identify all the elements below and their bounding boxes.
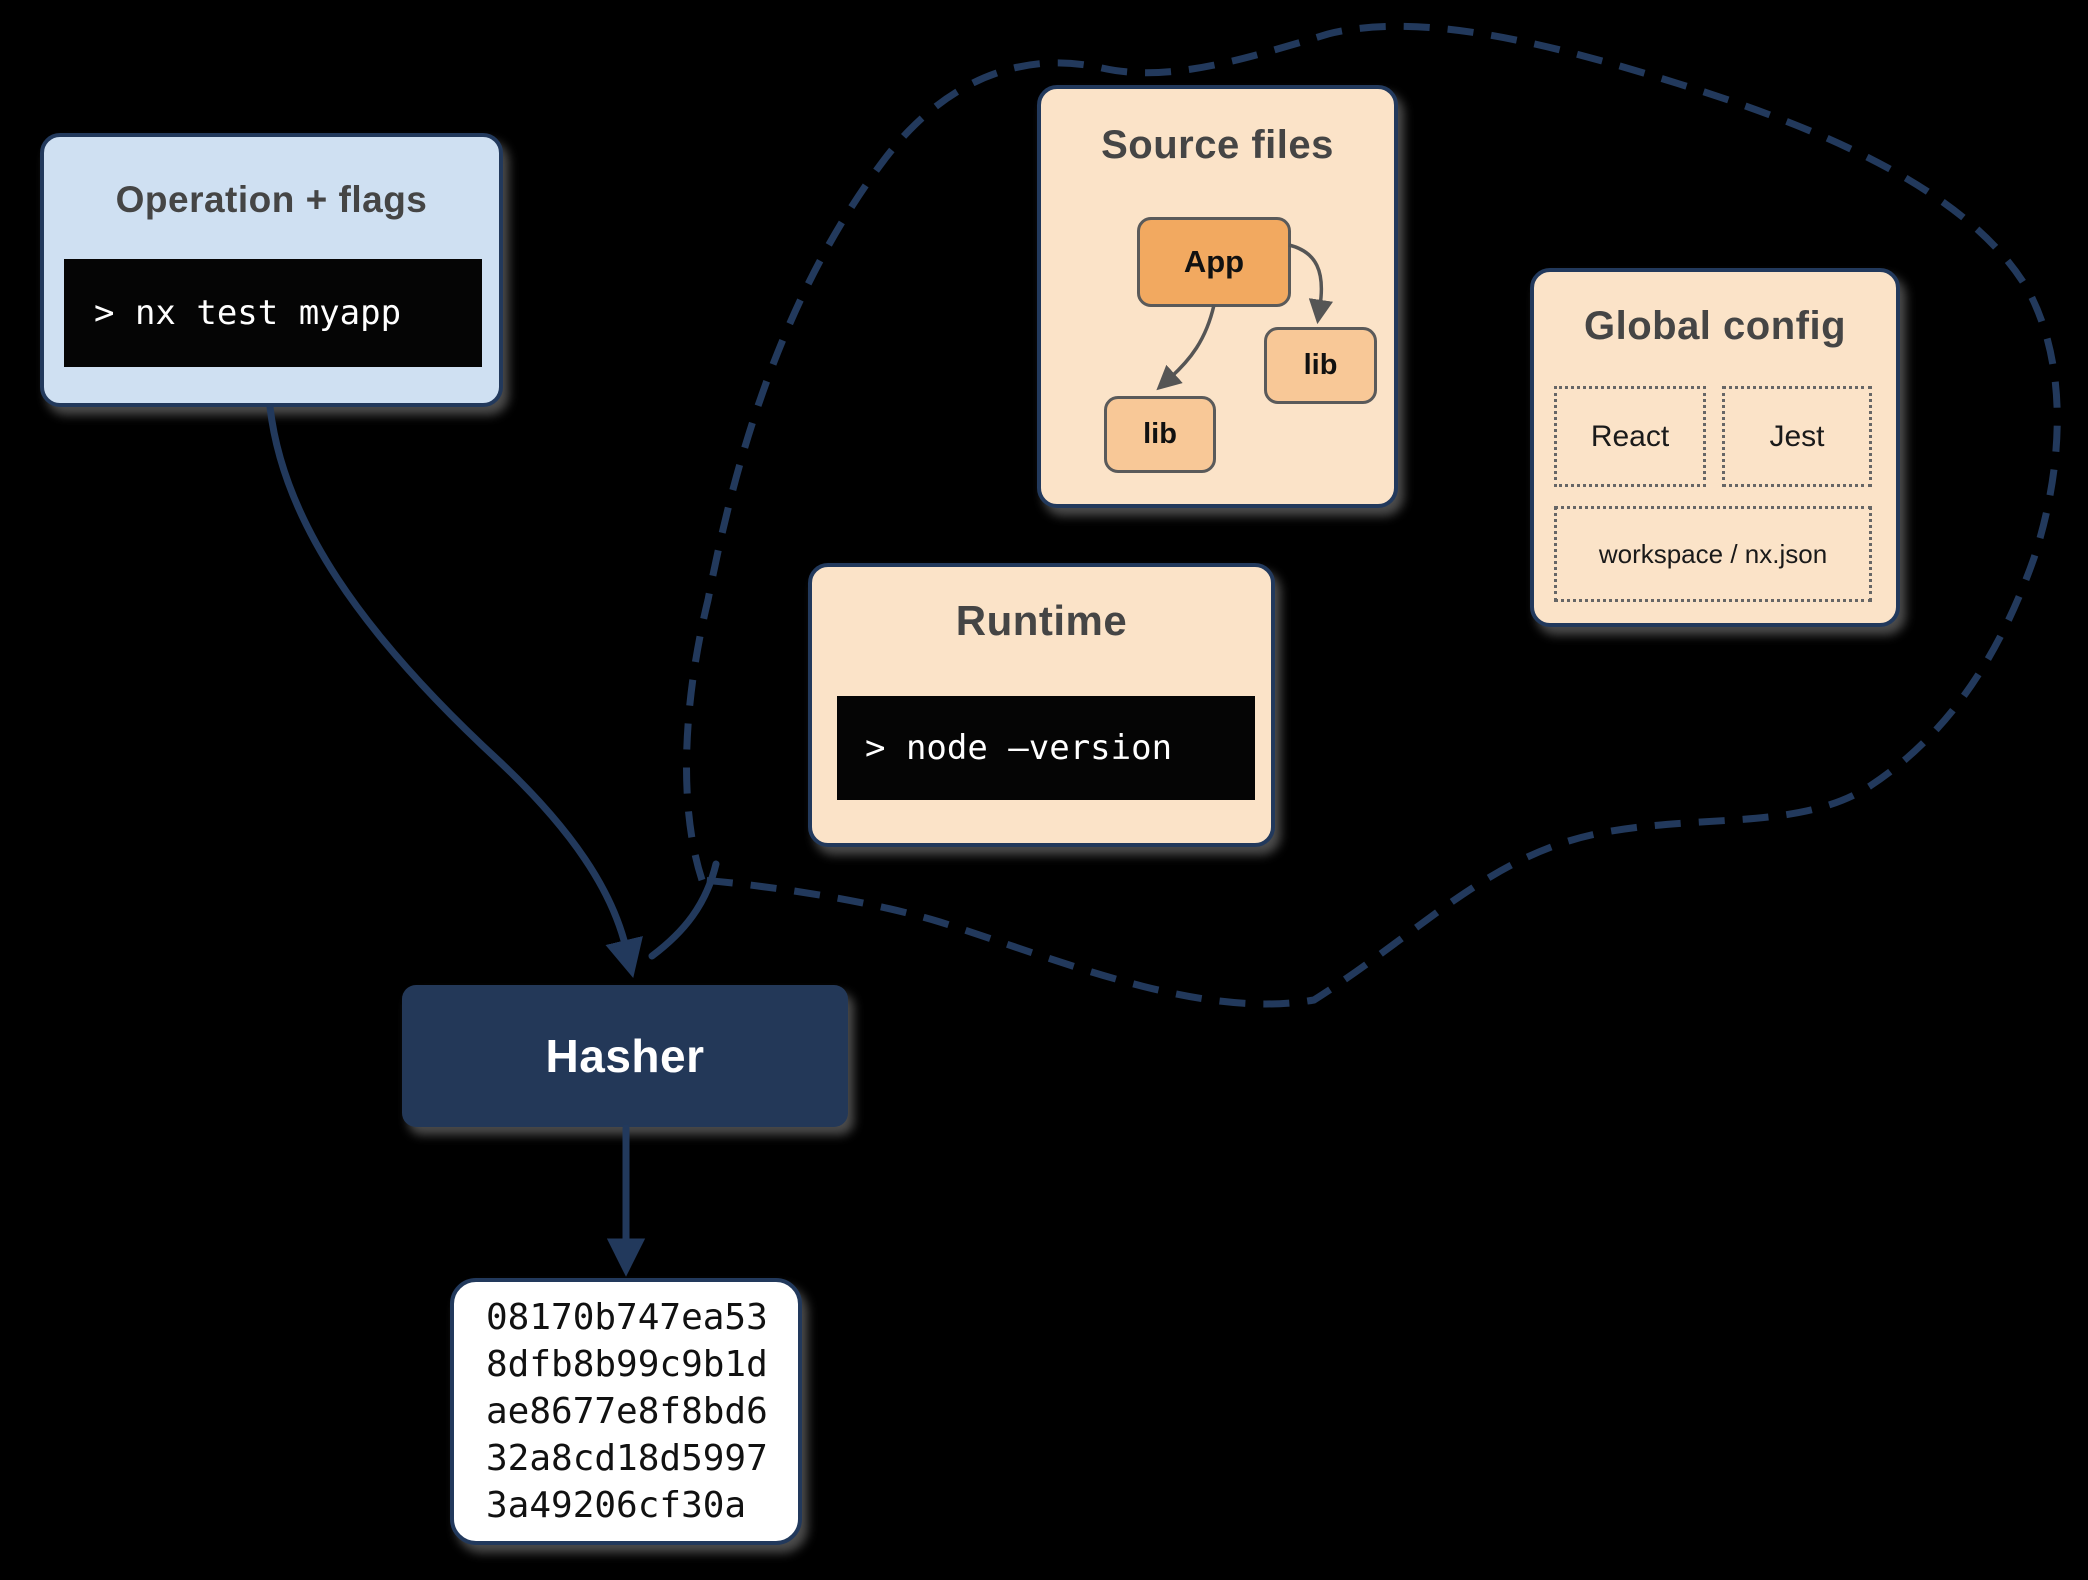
lib-node-left-label: lib bbox=[1143, 418, 1177, 450]
global-config-item-workspace: workspace / nx.json bbox=[1554, 506, 1872, 602]
hash-output-box: 08170b747ea53 8dfb8b99c9b1d ae8677e8f8bd… bbox=[450, 1278, 802, 1545]
runtime-terminal: > node –version bbox=[837, 696, 1255, 800]
app-node: App bbox=[1137, 217, 1291, 307]
lib-node-right-label: lib bbox=[1303, 349, 1338, 381]
global-config-item-react: React bbox=[1554, 386, 1706, 487]
hasher-box: Hasher bbox=[402, 985, 848, 1127]
source-files-box: Source files App lib lib bbox=[1037, 85, 1398, 508]
runtime-command: > node –version bbox=[865, 728, 1173, 768]
operation-flags-title: Operation + flags bbox=[115, 179, 428, 220]
hash-line: ae8677e8f8bd6 bbox=[486, 1391, 768, 1432]
app-node-label: App bbox=[1183, 244, 1245, 279]
lib-node-left: lib bbox=[1104, 396, 1216, 473]
lib-node-right: lib bbox=[1264, 327, 1377, 404]
global-config-title: Global config bbox=[1583, 304, 1847, 348]
hash-line: 08170b747ea53 bbox=[486, 1297, 768, 1338]
operation-flags-box: Operation + flags > nx test myapp bbox=[40, 133, 503, 407]
hasher-label: Hasher bbox=[545, 1030, 705, 1082]
runtime-box: Runtime > node –version bbox=[808, 563, 1275, 847]
react-label: React bbox=[1590, 419, 1670, 453]
operation-to-hasher-arrow bbox=[266, 403, 643, 978]
cloud-to-hasher-connector bbox=[648, 860, 720, 960]
runtime-title: Runtime bbox=[955, 597, 1128, 644]
workspace-label: workspace / nx.json bbox=[1598, 538, 1828, 569]
hash-line: 3a49206cf30a bbox=[486, 1485, 747, 1526]
operation-command: > nx test myapp bbox=[94, 293, 402, 333]
source-files-title: Source files bbox=[1101, 123, 1334, 167]
global-config-box: Global config React Jest workspace / nx.… bbox=[1530, 268, 1900, 627]
jest-label: Jest bbox=[1769, 419, 1825, 453]
hash-line: 8dfb8b99c9b1d bbox=[486, 1344, 768, 1385]
hash-line: 32a8cd18d5997 bbox=[486, 1438, 768, 1479]
operation-terminal: > nx test myapp bbox=[64, 259, 482, 367]
global-config-item-jest: Jest bbox=[1722, 386, 1872, 487]
